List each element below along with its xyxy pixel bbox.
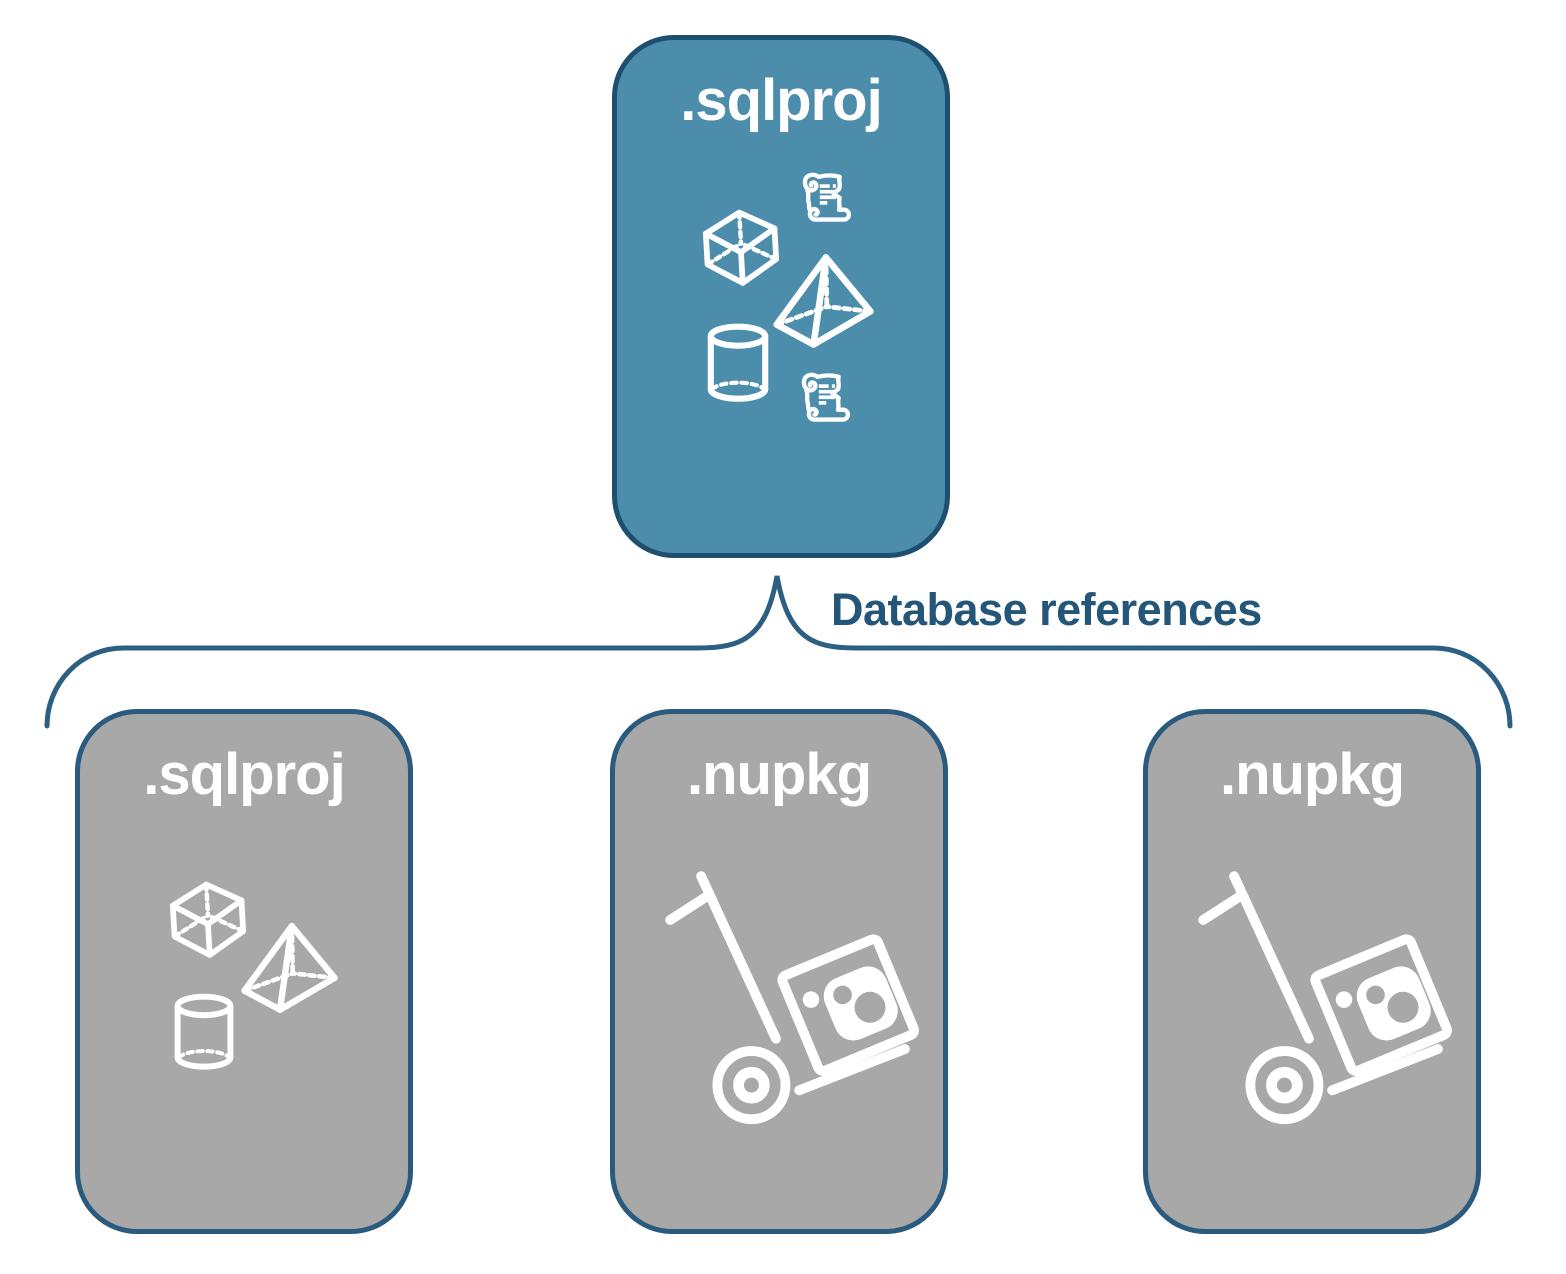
node-child-nupkg: .nupkg	[610, 709, 948, 1234]
node-child-label: .nupkg	[686, 742, 872, 807]
package-handtruck-icon	[665, 866, 923, 1134]
node-root-sqlproj: .sqlproj	[612, 35, 950, 558]
scroll-icon	[794, 368, 856, 434]
cylinder-icon	[704, 320, 772, 404]
cube-icon	[164, 874, 252, 962]
node-child-nupkg: .nupkg	[1143, 709, 1481, 1234]
pyramid-icon	[240, 920, 340, 1014]
node-root-label: .sqlproj	[680, 68, 882, 133]
node-child-label: .sqlproj	[143, 742, 345, 807]
connector-label: Database references	[831, 584, 1262, 635]
cylinder-icon	[171, 990, 237, 1072]
node-child-label: .nupkg	[1219, 742, 1405, 807]
package-handtruck-icon	[1198, 866, 1456, 1134]
node-child-sqlproj: .sqlproj	[75, 709, 413, 1234]
scroll-icon	[795, 168, 857, 234]
pyramid-icon	[772, 252, 876, 348]
